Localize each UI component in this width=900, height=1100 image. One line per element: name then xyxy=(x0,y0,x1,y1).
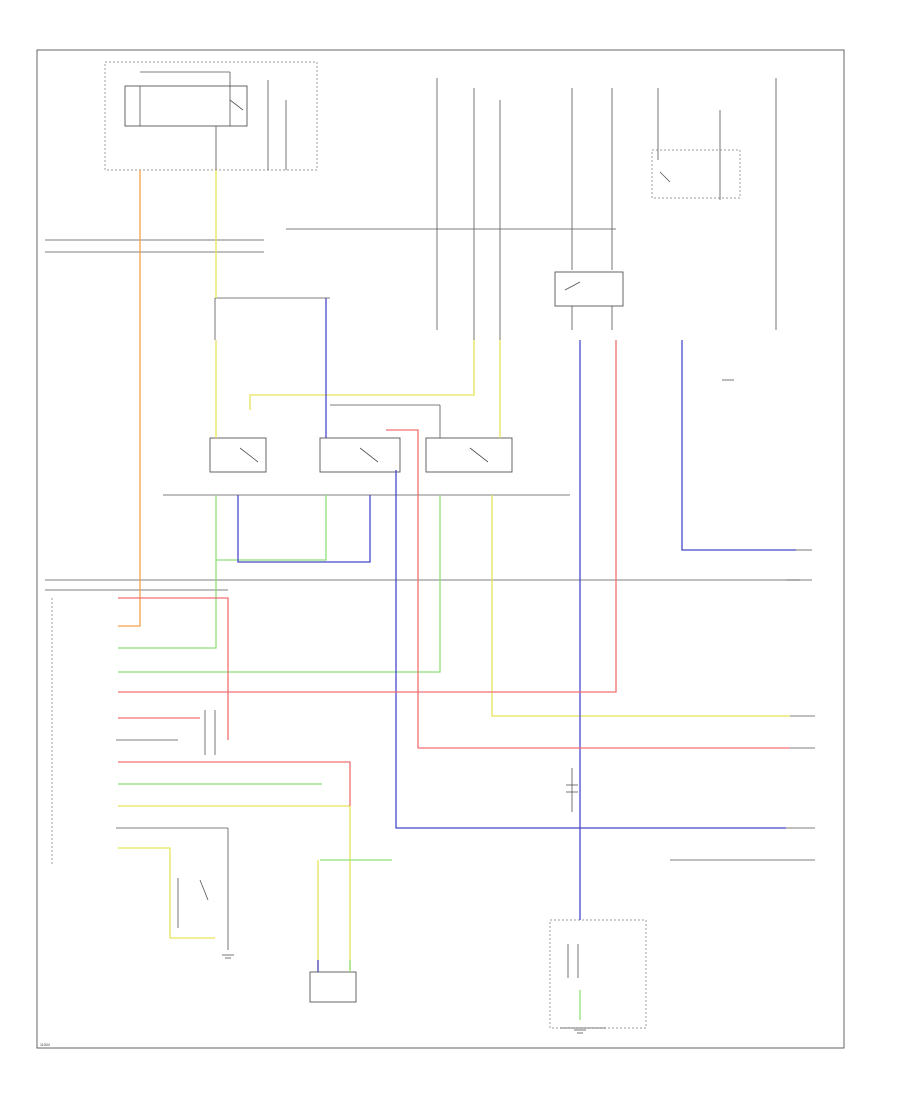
diagram-frame xyxy=(36,49,845,1049)
ac-compressor-clutch-relay xyxy=(554,271,624,307)
wire-blue-right xyxy=(681,340,796,551)
wire-yellow-right xyxy=(491,495,790,717)
ground-symbol-compressor xyxy=(574,1029,586,1034)
ground-symbol-bottom-left xyxy=(222,954,234,959)
blower-relay-box xyxy=(651,149,741,199)
wire-blue-switch xyxy=(237,495,371,563)
evaporator-temp-sensor xyxy=(309,971,357,1003)
wire-blue-lower xyxy=(395,470,786,829)
mode-switch xyxy=(425,437,513,473)
diagram-footer-code: 11004 xyxy=(40,1043,50,1047)
wire-red-left xyxy=(118,597,229,740)
ac-compressor-box xyxy=(549,919,647,1029)
wire-red-mid xyxy=(118,340,617,693)
ac-switch xyxy=(319,437,401,473)
wire-yellow-mid xyxy=(249,340,475,410)
wire-yellow-lower xyxy=(118,805,351,972)
wire-green-left xyxy=(118,495,217,649)
wire-red-right xyxy=(386,429,790,749)
wire-orange xyxy=(118,170,141,627)
underhood-relay-box xyxy=(104,61,318,171)
relay-switch-contact xyxy=(229,99,244,111)
recirc-switch xyxy=(209,437,267,473)
wire-green-mid xyxy=(118,495,441,673)
relay-block-top-left xyxy=(124,85,248,127)
